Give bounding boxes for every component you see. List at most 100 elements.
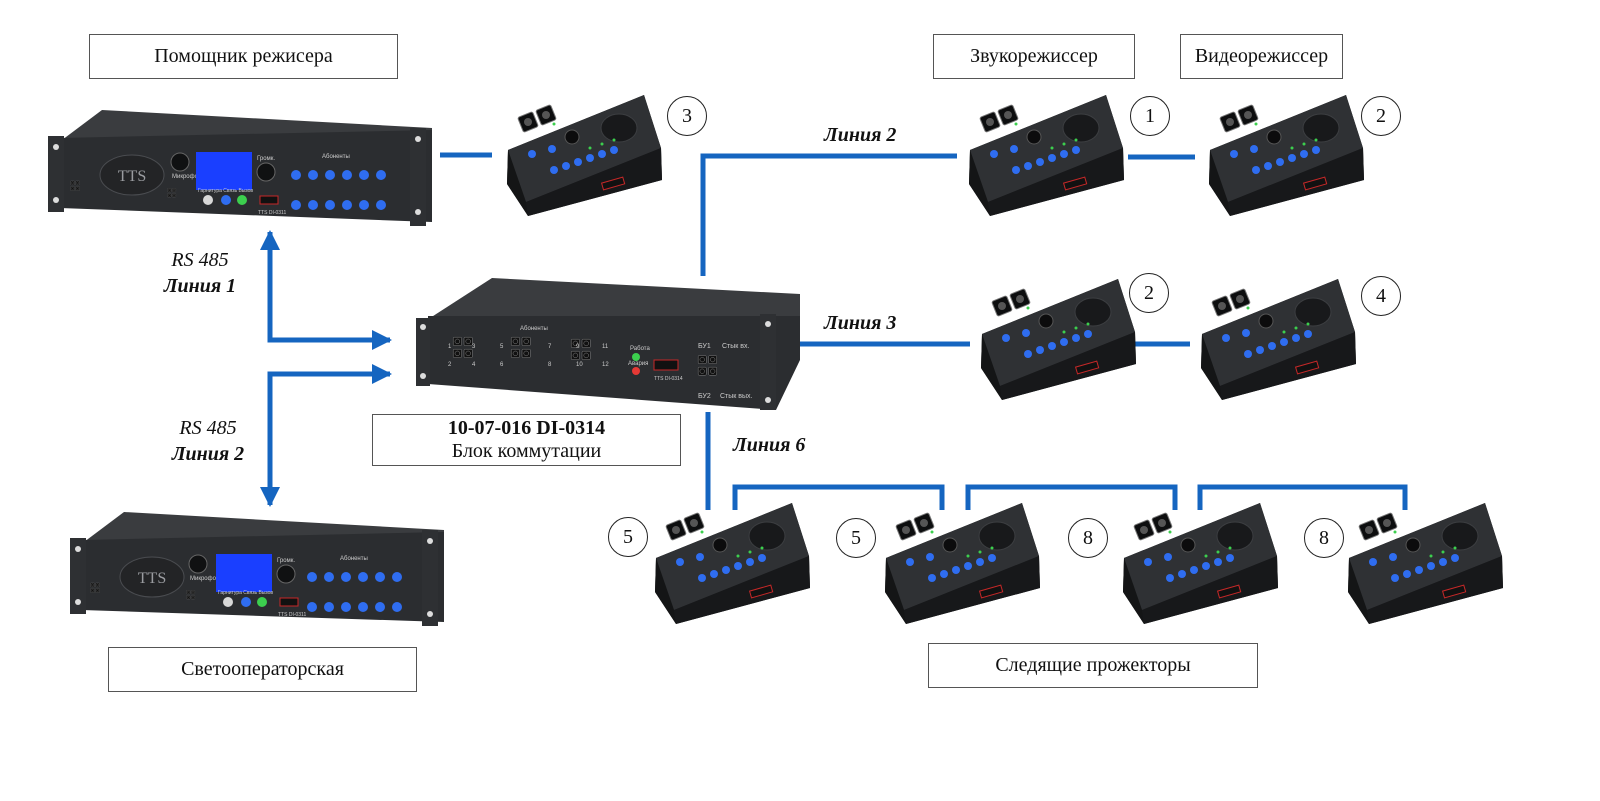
label-switching-unit: 10-07-016 DI-0314 Блок коммутации — [372, 414, 681, 466]
bu2-label: БУ2 — [698, 393, 711, 400]
badge-number: 8 — [1319, 526, 1329, 549]
label-light-room-text: Светооператорская — [181, 658, 344, 680]
subscribers-label: Абоненты — [340, 556, 368, 562]
port-number-5: 5 — [500, 344, 504, 350]
switch-subscribers-label: Абоненты — [520, 326, 548, 332]
label-video-director: Видеорежиссер — [1180, 34, 1343, 79]
desk-panel-spot-5b — [884, 502, 1041, 625]
switch-model-text: 10-07-016 DI-0314 — [447, 417, 606, 439]
line-6-link-b — [965, 484, 1178, 510]
alarm-led — [632, 367, 640, 375]
alarm-label: Авария — [628, 361, 648, 367]
connection-lines — [260, 152, 1408, 510]
lcd-screen — [216, 554, 272, 592]
line-6-link-c — [1197, 484, 1408, 510]
work-led — [632, 353, 640, 361]
switch-name-text: Блок коммутации — [451, 440, 602, 462]
badge-line3-2: 2 — [1129, 273, 1169, 313]
line2-left-text: Линия 2 — [171, 443, 245, 465]
port-number-3: 3 — [472, 344, 476, 350]
link-out-label: Стык вых. — [720, 393, 753, 400]
line-6-label: Линия 6 — [733, 434, 806, 456]
port-number-1: 1 — [448, 344, 452, 350]
volume-label: Громк. — [257, 156, 275, 162]
rack-unit-assistant-director: TTS Микрофон Гарнитура Связь Вызов Громк… — [48, 110, 432, 226]
headset-call-buttons — [223, 597, 267, 607]
port-number-8: 8 — [548, 362, 552, 368]
badge-number: 3 — [682, 104, 692, 127]
rs485-line1-label: RS 485 Линия 1 — [158, 247, 242, 299]
headset-buttons-label: Гарнитура Связь Вызов — [218, 590, 273, 596]
label-sound-director: Звукорежиссер — [933, 34, 1135, 79]
line1-text: Линия 1 — [163, 275, 237, 297]
line-2-label: Линия 2 — [824, 124, 897, 146]
badge-number: 1 — [1145, 104, 1155, 127]
badge-spot-8b: 8 — [1304, 518, 1344, 558]
switching-unit: Абоненты Работа Авария TTS DI-0314 БУ1 С… — [416, 278, 800, 410]
desk-panel-line3-2 — [980, 278, 1137, 401]
rack-model-label: TTS DI-0311 — [258, 210, 286, 216]
badge-panel-3: 3 — [667, 96, 707, 136]
headset-buttons-label: Гарнитура Связь Вызов — [198, 188, 253, 194]
rs485-line-2-arrow — [260, 364, 392, 507]
desk-panel-video-2 — [1208, 94, 1365, 217]
port-number-6: 6 — [500, 362, 504, 368]
port-number-11: 11 — [602, 344, 609, 350]
port-number-10: 10 — [576, 362, 583, 368]
rs485-text: RS 485 — [179, 417, 237, 439]
rs485-line2-label: RS 485 Линия 2 — [158, 415, 258, 467]
label-assistant-director: Помощник режисера — [89, 34, 398, 79]
lcd-screen — [196, 152, 252, 190]
line-3-label: Линия 3 — [824, 312, 897, 334]
volume-label: Громк. — [277, 558, 295, 564]
line-6-link-a — [732, 484, 945, 510]
desk-panel-spot-5a — [654, 502, 811, 625]
badge-sound-1: 1 — [1130, 96, 1170, 136]
label-assistant-director-text: Помощник режисера — [154, 45, 333, 67]
port-number-4: 4 — [472, 362, 476, 368]
switch-model-small-label: TTS DI-0314 — [654, 376, 683, 382]
rack-model-label: TTS DI-0311 — [278, 612, 306, 618]
desk-panel-line3-4 — [1200, 278, 1357, 401]
badge-number: 4 — [1376, 284, 1386, 307]
badge-number: 2 — [1144, 281, 1154, 304]
badge-number: 2 — [1376, 104, 1386, 127]
label-video-director-text: Видеорежиссер — [1194, 45, 1329, 67]
port-number-9: 9 — [576, 344, 580, 350]
subscribers-label: Абоненты — [322, 154, 350, 160]
subscriber-buttons — [307, 572, 402, 612]
port-number-7: 7 — [548, 344, 552, 350]
port-number-2: 2 — [448, 362, 452, 368]
label-followspots-text: Следящие прожекторы — [995, 654, 1191, 676]
mic-label: Микрофон — [190, 576, 219, 582]
badge-spot-5b: 5 — [836, 518, 876, 558]
label-light-room: Светооператорская — [108, 647, 417, 692]
badge-line3-4: 4 — [1361, 276, 1401, 316]
badge-number: 5 — [851, 526, 861, 549]
label-followspots: Следящие прожекторы — [928, 643, 1258, 688]
subscriber-buttons — [291, 170, 386, 210]
desk-panel-spot-8a — [1122, 502, 1279, 625]
desk-panel-spot-8b — [1347, 502, 1504, 625]
badge-number: 8 — [1083, 526, 1093, 549]
badge-number: 5 — [623, 525, 633, 548]
desk-panel-3 — [506, 94, 663, 217]
badge-video-2: 2 — [1361, 96, 1401, 136]
label-sound-director-text: Звукорежиссер — [970, 45, 1098, 67]
rs485-line-1-arrow — [260, 230, 392, 350]
rs485-text: RS 485 — [171, 249, 229, 271]
rack-unit-light-room: TTS Микрофон Гарнитура Связь Вызов Громк… — [70, 512, 444, 626]
badge-spot-5a: 5 — [608, 517, 648, 557]
tts-logo-text: TTS — [118, 168, 146, 185]
line-2-path — [700, 153, 957, 276]
badge-spot-8a: 8 — [1068, 518, 1108, 558]
desk-panel-sound-1 — [968, 94, 1125, 217]
link-in-label: Стык вх. — [722, 343, 750, 350]
tts-logo-text: TTS — [138, 570, 166, 587]
bu1-label: БУ1 — [698, 343, 711, 350]
mic-label: Микрофон — [172, 174, 201, 180]
work-label: Работа — [630, 346, 650, 352]
port-number-12: 12 — [602, 362, 609, 368]
headset-call-buttons — [203, 195, 247, 205]
